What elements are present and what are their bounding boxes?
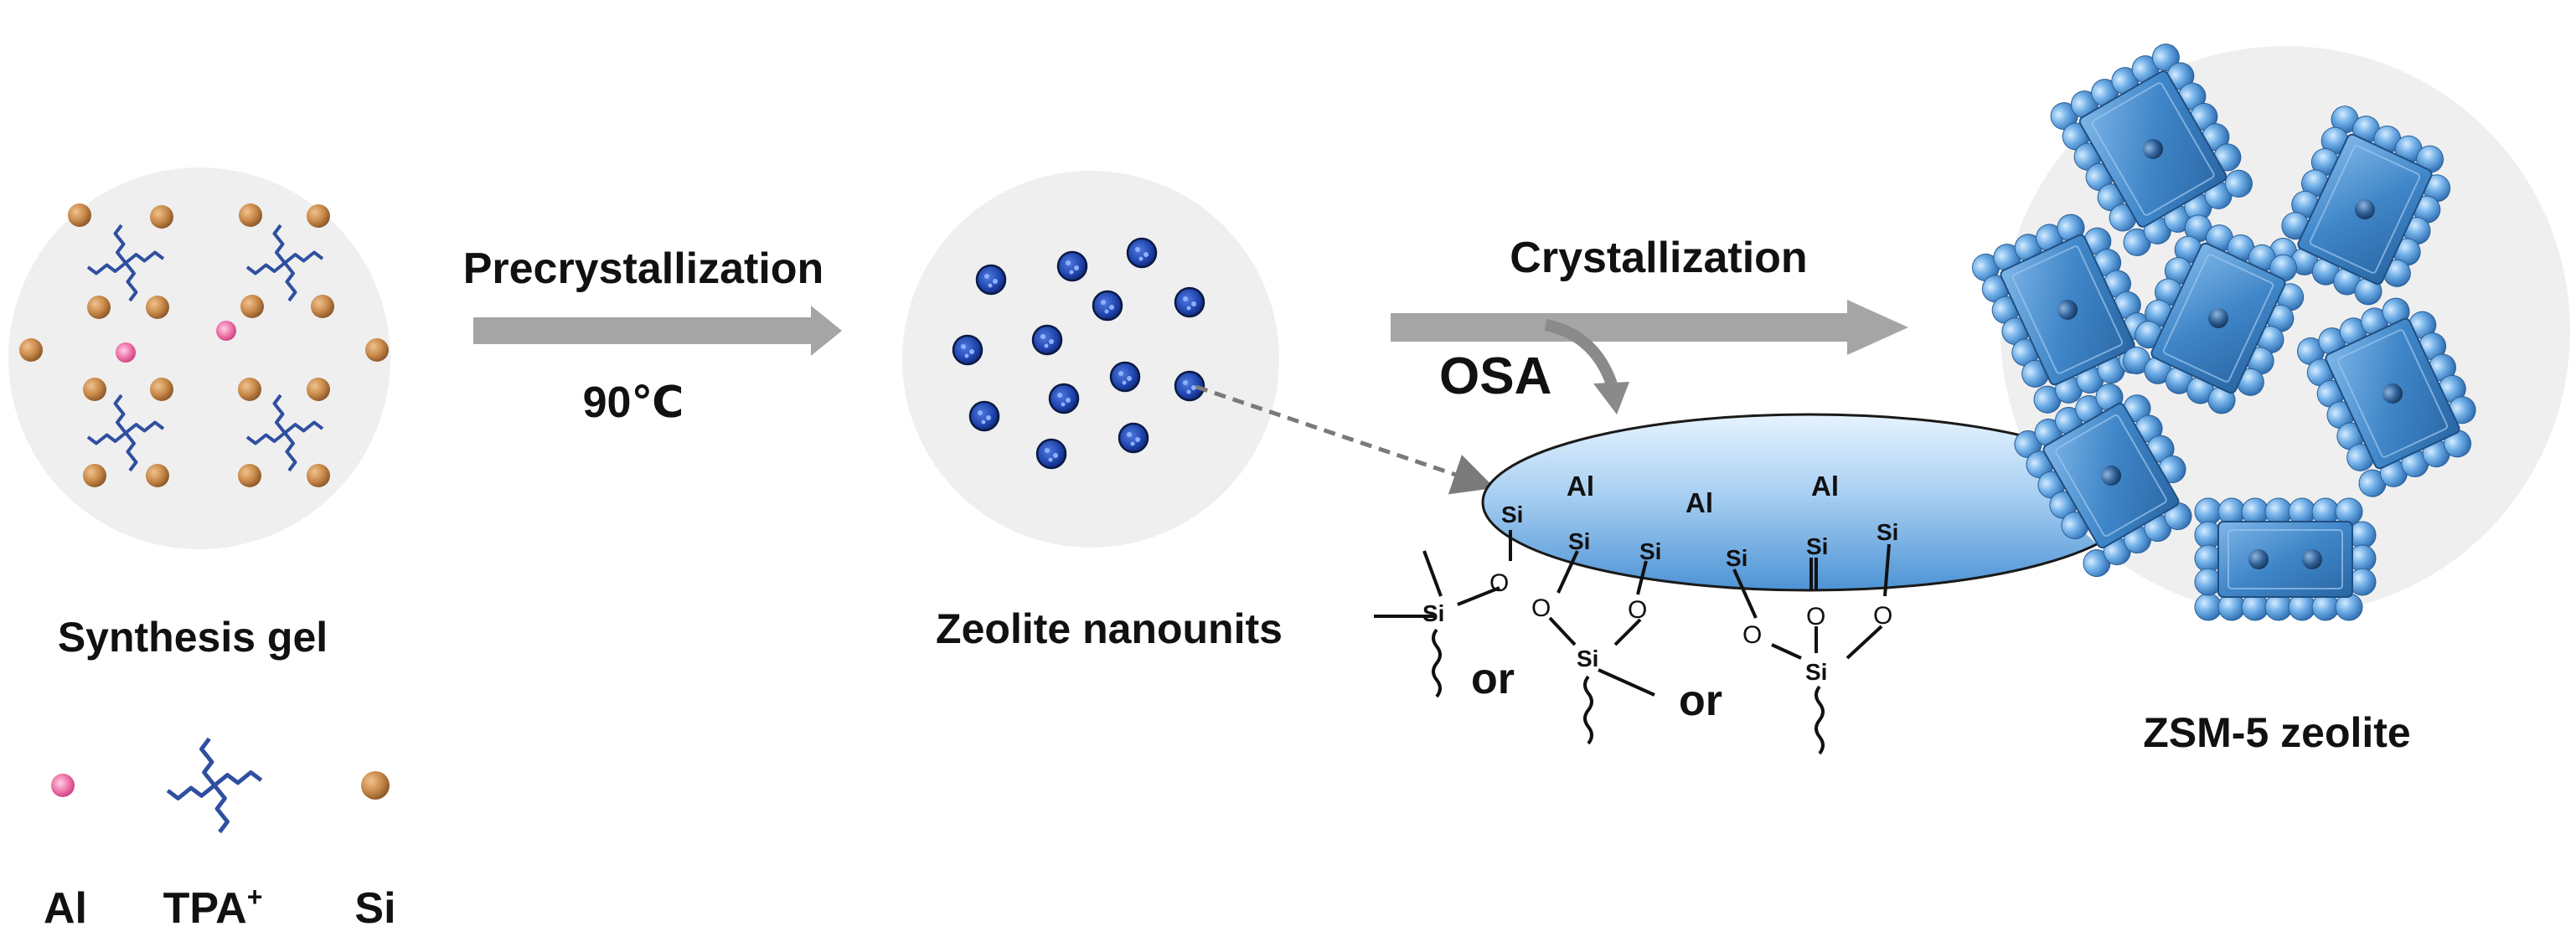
si-atom: [238, 464, 261, 487]
legend: Al TPA+ Si: [44, 737, 396, 933]
surface-o: O: [1531, 594, 1551, 622]
surface-si: Si: [1422, 600, 1444, 626]
surface-si: Si: [1568, 528, 1590, 554]
si-atom: [307, 378, 330, 401]
zsm5-crystal: [2014, 383, 2192, 578]
zsm5-crystal: [2050, 44, 2253, 256]
osa-curved-arrow: [1544, 319, 1618, 389]
si-atom: [150, 205, 173, 229]
nanounit: [1056, 250, 1088, 282]
si-atom: [146, 296, 169, 319]
si-atom: [87, 296, 111, 319]
zsm5-crystal: [2194, 497, 2377, 621]
synthesis-gel-content: [19, 203, 389, 487]
zeolite-nanounits-caption: Zeolite nanounits: [936, 605, 1283, 652]
legend-si-label: Si: [354, 884, 395, 933]
legend-tpa-icon: [166, 737, 263, 834]
nanounit: [1174, 370, 1205, 402]
surface-bonds: [1374, 530, 1891, 755]
nanounit: [1048, 383, 1080, 414]
nanounit: [1174, 286, 1205, 318]
si-atom: [365, 338, 389, 362]
zsm5-crystals: [1972, 44, 2476, 621]
al-atom: [216, 321, 236, 341]
precrystallization-arrow: [473, 306, 842, 356]
legend-si-icon: [361, 771, 390, 800]
si-atom: [239, 203, 262, 227]
si-atom: [83, 378, 106, 401]
si-atom: [307, 464, 330, 487]
surface-al-1: Al: [1567, 471, 1594, 502]
tpa-molecule: [245, 394, 324, 472]
nanounit: [952, 334, 983, 366]
tpa-molecule: [245, 224, 324, 302]
nanounit: [975, 264, 1007, 296]
surface-si: Si: [1577, 646, 1598, 672]
temperature-label: 90℃: [583, 378, 684, 427]
si-atom: [240, 295, 264, 318]
surface-al-3: Al: [1811, 471, 1839, 502]
tpa-molecule: [166, 737, 263, 834]
zsm5-caption: ZSM-5 zeolite: [2143, 709, 2410, 756]
zeolite-nanounits-panel: [902, 171, 1279, 548]
zoom-dashed-arrow: [1195, 384, 1495, 495]
zsm5-crystal: [2297, 297, 2476, 497]
nanounit: [1118, 422, 1149, 454]
or-label-1: or: [1471, 655, 1515, 703]
si-atom: [83, 464, 106, 487]
osa-label: OSA: [1439, 347, 1551, 405]
tpa-molecule: [86, 224, 165, 302]
osa-arrowhead: [1593, 382, 1629, 414]
precrystallization-label: Precrystallization: [463, 244, 824, 293]
crystallization-label: Crystallization: [1510, 234, 1807, 282]
nanounit: [1031, 324, 1063, 356]
zsm5-crystal: [2269, 105, 2451, 306]
surface-al-2: Al: [1685, 487, 1713, 518]
si-atom: [238, 378, 261, 401]
legend-tpa-label: TPA+: [163, 882, 263, 933]
surface-si: Si: [1806, 533, 1828, 559]
surface-si: Si: [1501, 502, 1523, 527]
surface-si: Si: [1639, 538, 1661, 564]
si-atom: [68, 203, 91, 227]
si-atom: [150, 378, 173, 401]
zsm5-crystal: [2123, 214, 2305, 414]
nanounit: [1109, 361, 1141, 393]
or-label-2: or: [1679, 677, 1722, 725]
al-atom: [116, 342, 136, 363]
synthesis-gel-caption: Synthesis gel: [58, 614, 328, 661]
synthesis-gel-panel: [8, 167, 390, 549]
nanounit: [1126, 237, 1158, 269]
nanounit: [1092, 290, 1123, 322]
si-atom: [311, 295, 334, 318]
tpa-molecule: [86, 394, 165, 472]
surface-o: O: [1806, 603, 1825, 630]
nanounit: [968, 400, 1000, 432]
surface-si: Si: [1805, 659, 1827, 685]
legend-al-icon: [51, 774, 75, 797]
surface-o: O: [1628, 596, 1647, 624]
si-atom: [146, 464, 169, 487]
surface-si: Si: [1877, 519, 1898, 545]
surface-o: O: [1489, 569, 1509, 597]
nanounit: [1035, 438, 1067, 470]
surface-o: O: [1873, 602, 1892, 630]
crystallization-arrow: [1391, 300, 1908, 355]
si-atom: [19, 338, 43, 362]
surface-o: O: [1742, 621, 1762, 649]
nanounits-content: [952, 237, 1205, 470]
surface-si: Si: [1726, 545, 1747, 571]
legend-al-label: Al: [44, 884, 87, 933]
si-atom: [307, 204, 330, 228]
